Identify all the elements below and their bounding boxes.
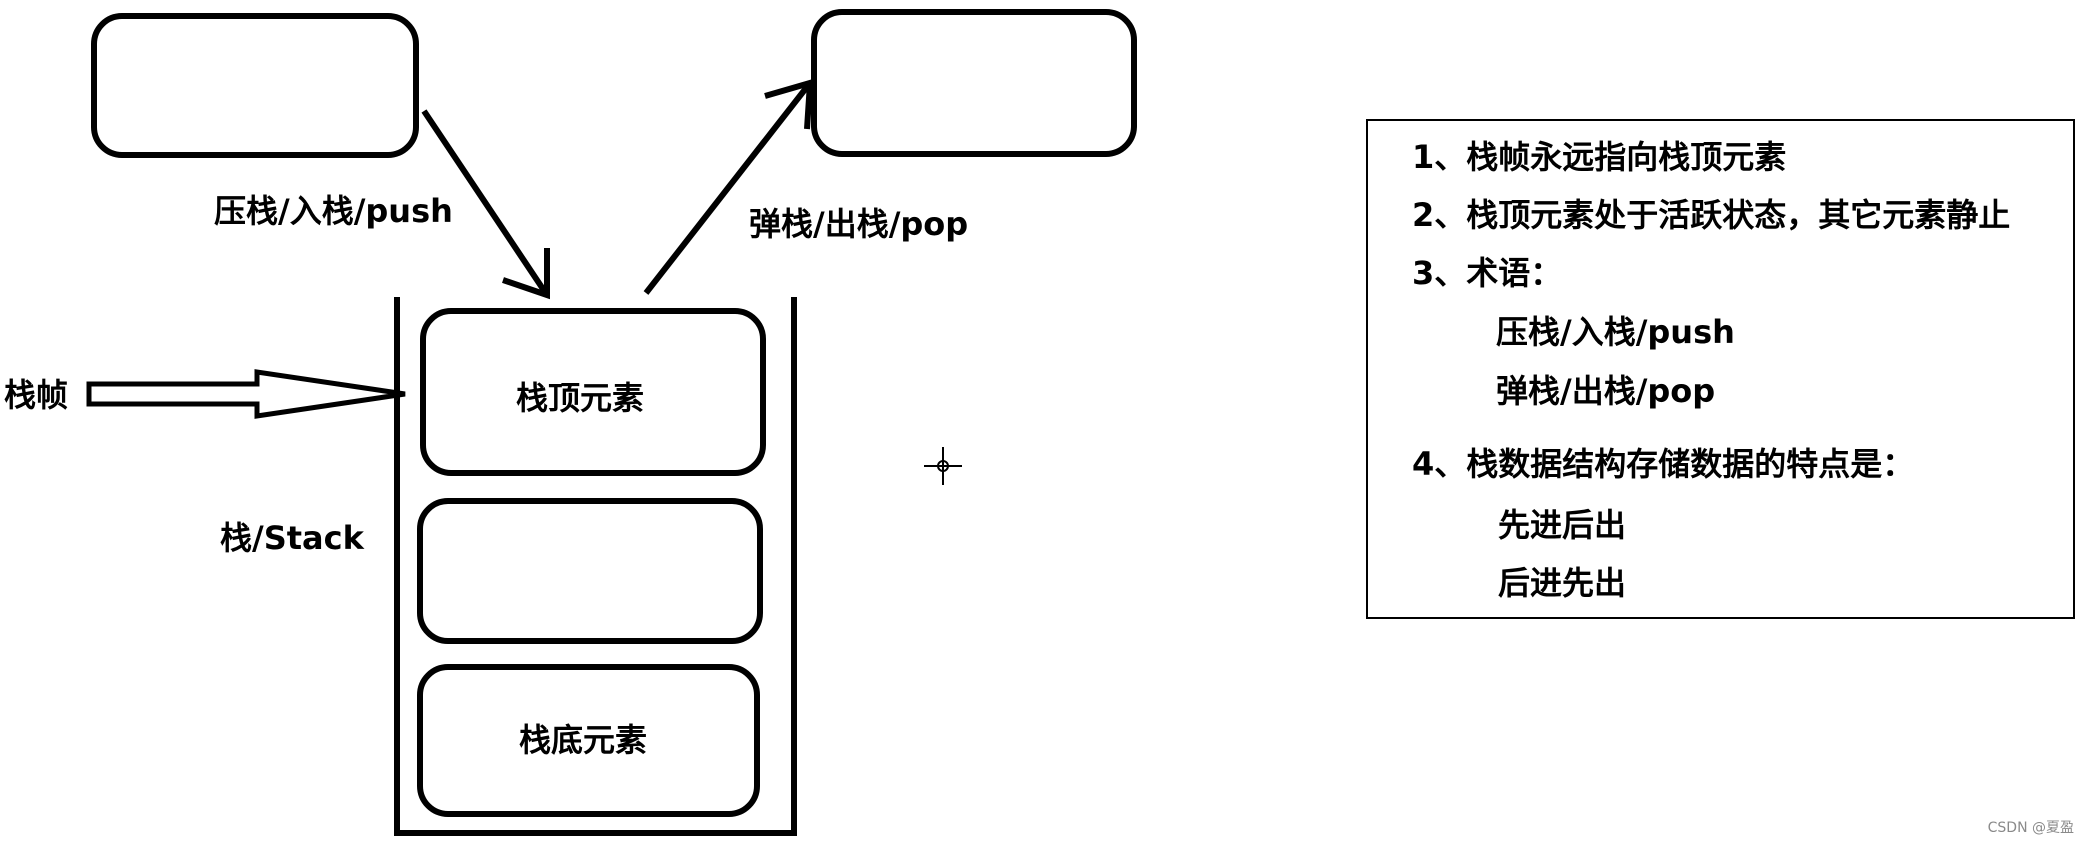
note-item-4: 4、栈数据结构存储数据的特点是： <box>1412 445 1915 483</box>
stack-top-element-box <box>420 308 766 476</box>
note-trait-lifo: 后进先出 <box>1498 564 1627 602</box>
crosshair-cursor-icon <box>924 447 962 485</box>
stack-top-element-label: 栈顶元素 <box>515 379 645 417</box>
stack-bottom-element-label: 栈底元素 <box>518 721 648 759</box>
notes-panel: 1、栈帧永远指向栈顶元素 2、栈顶元素处于活跃状态，其它元素静止 3、术语： 压… <box>1366 119 2075 619</box>
note-trait-fifo: 先进后出 <box>1498 506 1627 544</box>
outgoing-element-box <box>811 9 1137 157</box>
note-item-1: 1、栈帧永远指向栈顶元素 <box>1412 138 1787 176</box>
note-term-pop: 弹栈/出栈/pop <box>1496 372 1716 410</box>
stack-label: 栈/Stack <box>220 519 364 557</box>
pop-arrow <box>643 78 814 295</box>
pop-label: 弹栈/出栈/pop <box>749 205 969 243</box>
push-label: 压栈/入栈/push <box>214 192 453 230</box>
stack-frame-label: 栈帧 <box>4 376 69 414</box>
stack-middle-element-box <box>417 498 763 644</box>
stack-frame-pointer-arrow <box>86 369 406 419</box>
push-arrow <box>421 109 550 300</box>
note-item-2: 2、栈顶元素处于活跃状态，其它元素静止 <box>1412 196 2011 234</box>
watermark: CSDN @夏盈 <box>1987 820 2074 836</box>
stack-container <box>394 297 797 836</box>
stack-bottom-element-box <box>417 664 760 817</box>
note-item-3: 3、术语： <box>1412 254 1563 292</box>
incoming-element-box <box>91 13 419 158</box>
note-term-push: 压栈/入栈/push <box>1496 313 1735 351</box>
